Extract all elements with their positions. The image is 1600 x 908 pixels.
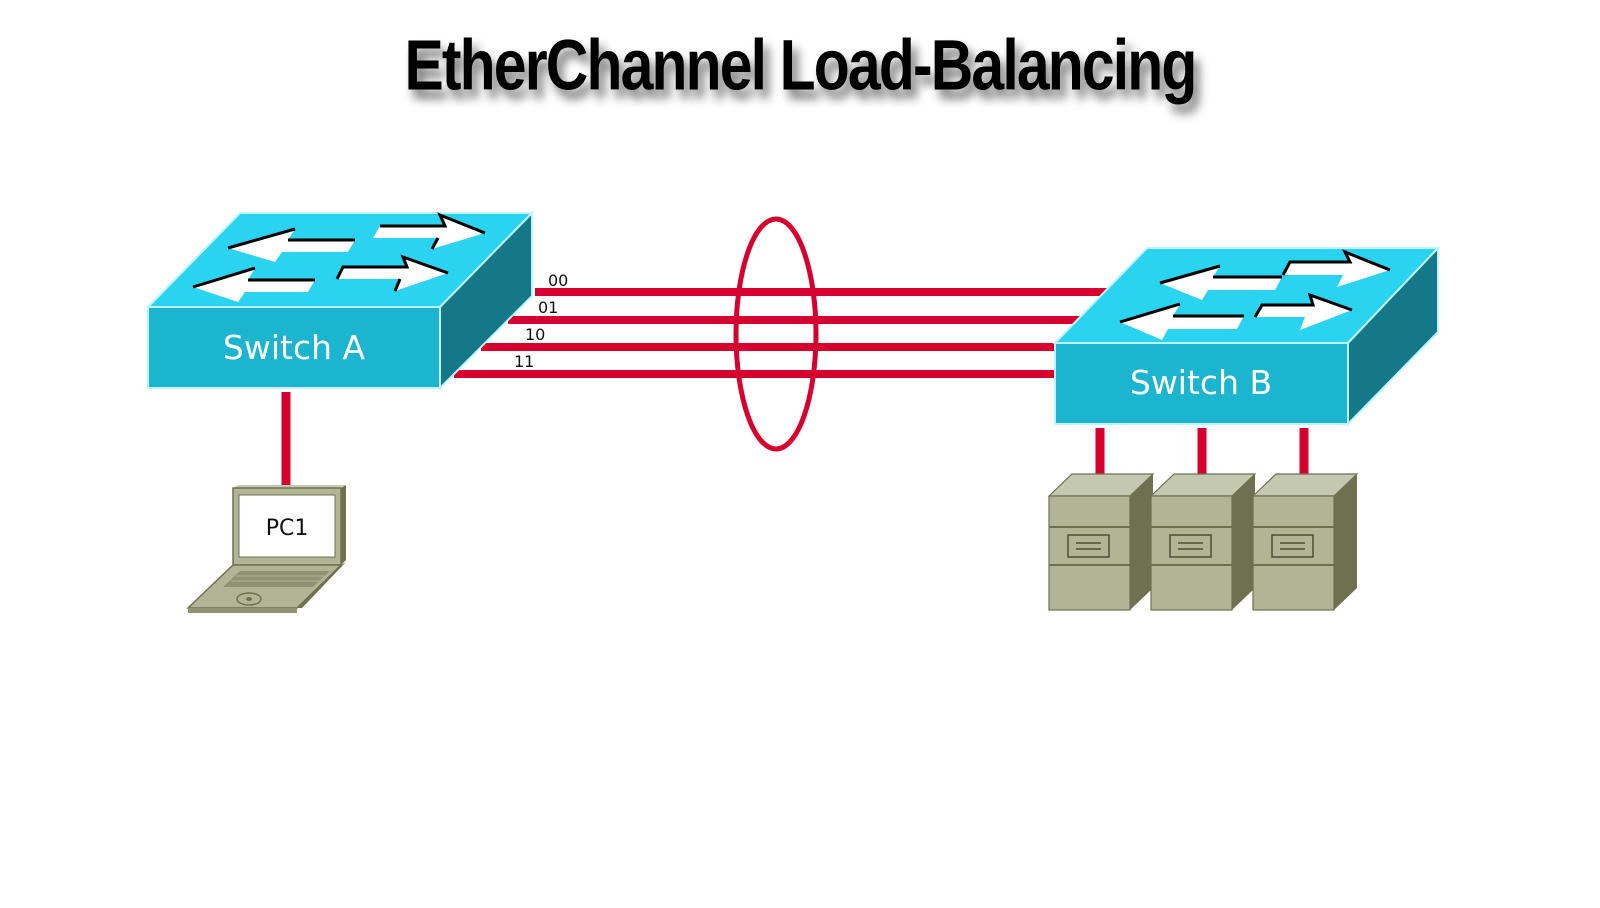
switch-icon xyxy=(1119,249,1391,340)
port-channel-bundle-ellipse xyxy=(733,216,819,452)
pc1-laptop[interactable]: PC1 xyxy=(186,485,346,613)
switch-a-label: Switch A xyxy=(223,328,366,367)
switch-icon xyxy=(192,212,486,302)
server-3[interactable] xyxy=(1251,428,1359,611)
server-front xyxy=(1252,495,1335,611)
switch-a-front xyxy=(147,306,441,389)
etherchannel-links xyxy=(454,288,1108,378)
server-1[interactable] xyxy=(1047,428,1155,611)
server-side xyxy=(1334,474,1357,610)
laptop-screen xyxy=(238,494,336,558)
laptop-screen-side xyxy=(341,485,346,565)
server-front xyxy=(1150,495,1233,611)
switch-b-label: Switch B xyxy=(1130,363,1272,402)
switch-b[interactable]: Switch B xyxy=(1052,245,1441,427)
switch-a[interactable]: Switch A xyxy=(145,210,535,391)
laptop-keyboard xyxy=(223,571,330,587)
server-2[interactable] xyxy=(1149,428,1257,611)
switch-b-front xyxy=(1054,342,1349,425)
link-label-00: 00 xyxy=(548,271,568,290)
server-drive-bay-icon xyxy=(1169,534,1212,558)
server-side xyxy=(1232,474,1255,610)
link-label-01: 01 xyxy=(538,298,558,317)
server-front xyxy=(1048,495,1131,611)
page-title: EtherChannel Load-Balancing xyxy=(404,24,1197,106)
server-drive-bay-icon xyxy=(1271,534,1314,558)
link-label-11: 11 xyxy=(514,352,534,371)
server-drive-bay-icon xyxy=(1067,534,1110,558)
server-farm xyxy=(1047,428,1359,611)
link-label-10: 10 xyxy=(525,325,545,344)
server-side xyxy=(1130,474,1153,610)
pc1-label: PC1 xyxy=(266,516,309,541)
laptop-trackpad xyxy=(236,592,262,606)
